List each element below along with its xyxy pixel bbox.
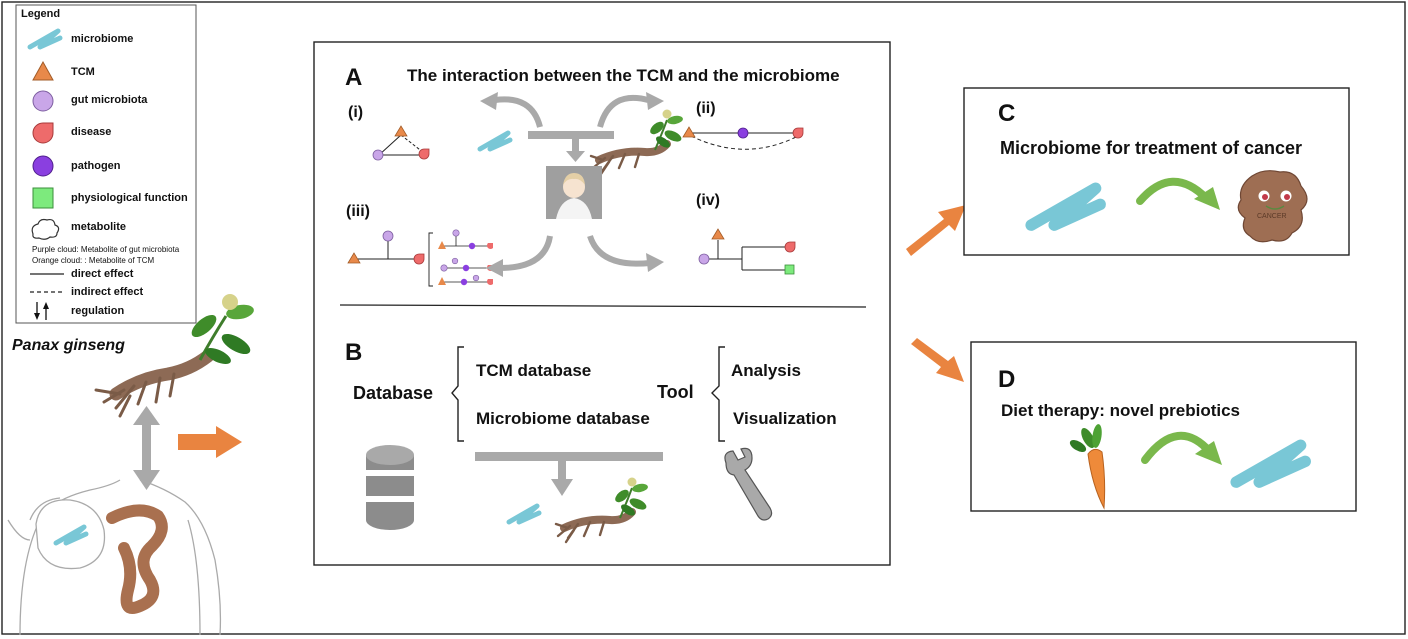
curved-arrows-icon xyxy=(494,94,651,271)
carrot-icon xyxy=(1069,424,1106,510)
visualization-label: Visualization xyxy=(733,409,837,428)
panel-d-box xyxy=(970,341,1357,512)
tool-label: Tool xyxy=(657,382,694,402)
network-iii-icon xyxy=(347,229,493,287)
legend-label-regulation: regulation xyxy=(71,305,125,317)
legend-label-pathogen: pathogen xyxy=(71,160,121,172)
green-curved-arrow-icon xyxy=(1141,432,1222,465)
orange-right-arrow-icon xyxy=(178,426,242,458)
network-ii-icon xyxy=(682,126,804,150)
tcm-triangle-icon xyxy=(32,60,54,81)
curved-arrowheads-icon xyxy=(480,92,664,277)
panel-ab-divider xyxy=(339,304,867,308)
legend-label-gut-microbiota: gut microbiota xyxy=(71,94,148,106)
cancer-cell-icon xyxy=(1237,170,1308,243)
database-cylinder-icon xyxy=(366,445,414,530)
legend-label-indirect-effect: indirect effect xyxy=(71,286,144,298)
arrows-icon xyxy=(34,302,49,320)
orange-arrow-to-d-icon xyxy=(911,338,964,382)
legend-label-direct-effect: direct effect xyxy=(71,268,134,280)
wrench-icon xyxy=(724,447,773,521)
stomach-icon xyxy=(35,499,106,570)
cancer-label: CANCER xyxy=(1257,213,1287,220)
legend-label-microbiome: microbiome xyxy=(71,33,134,45)
panel-a-sub-ii: (ii) xyxy=(696,100,716,117)
legend-label-tcm: TCM xyxy=(71,66,95,78)
panel-a-sub-iii: (iii) xyxy=(346,203,370,220)
panel-a-letter: A xyxy=(345,64,363,91)
panel-c-letter: C xyxy=(998,100,1016,127)
network-i-icon xyxy=(372,125,430,161)
legend-title: Legend xyxy=(21,8,61,20)
gray-merge-arrow-icon xyxy=(528,131,614,162)
double-arrow-icon xyxy=(133,406,160,490)
panel-c-title: Microbiome for treatment of cancer xyxy=(1000,138,1303,158)
researcher-icon xyxy=(546,166,602,219)
green-curved-arrow-icon xyxy=(1136,177,1220,210)
database-brace-icon xyxy=(451,346,464,442)
metabolite-cloud-icon xyxy=(31,218,60,240)
orange-arrow-to-c-icon xyxy=(906,205,966,256)
legend-label-disease: disease xyxy=(71,126,112,138)
legend-note-orange-cloud: Orange cloud: : Metabolite of TCM xyxy=(32,256,155,265)
panel-a-sub-iv: (iv) xyxy=(696,192,720,209)
microbiome-database-label: Microbiome database xyxy=(476,409,650,428)
network-iv-icon xyxy=(698,228,796,275)
panel-d-title: Diet therapy: novel prebiotics xyxy=(1001,401,1240,420)
legend-label-metabolite: metabolite xyxy=(71,221,127,233)
human-body-icon xyxy=(7,479,222,636)
database-label: Database xyxy=(353,383,434,403)
panel-d-letter: D xyxy=(998,366,1016,393)
panel-b-letter: B xyxy=(345,339,363,366)
disease-drop-icon xyxy=(32,122,54,144)
legend-label-physiological-function: physiological function xyxy=(71,192,188,204)
panel-a-title: The interaction between the TCM and the … xyxy=(407,66,840,85)
pathogen-circle-icon xyxy=(32,155,54,177)
gray-split-arrow-icon xyxy=(475,452,663,496)
intestine-icon xyxy=(106,504,168,614)
tcm-database-label: TCM database xyxy=(476,361,592,380)
plant-label: Panax ginseng xyxy=(12,337,125,354)
analysis-label: Analysis xyxy=(731,361,801,380)
panel-a-sub-i: (i) xyxy=(348,104,364,121)
tool-brace-icon xyxy=(711,346,725,442)
gut-microbiota-circle-icon xyxy=(32,90,54,112)
legend-note-purple-cloud: Purple cloud: Metabolite of gut microbio… xyxy=(32,245,180,254)
physiological-square-icon xyxy=(32,187,54,209)
